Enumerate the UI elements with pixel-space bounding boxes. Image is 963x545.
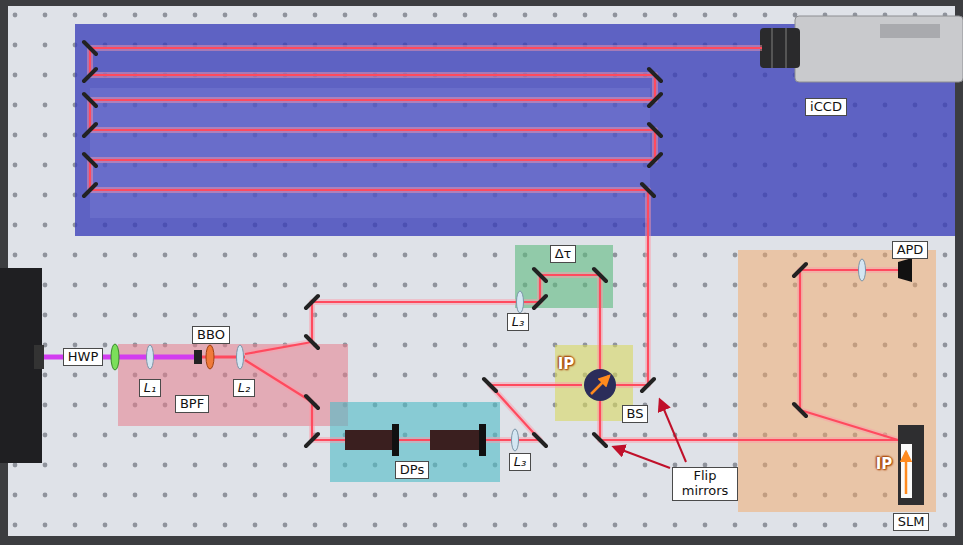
dove-prism [345,430,395,450]
camera-lens [760,28,800,68]
label-text: Flip mirrors [677,469,733,499]
component-label: SLM [893,513,930,532]
breadboard [8,6,955,536]
laser-aperture [34,345,44,369]
dove-prism [430,430,482,450]
lens [512,429,519,451]
beam [90,48,900,440]
camera-detail [880,24,940,38]
slm-region [738,250,936,512]
lens [859,259,866,281]
label-text: L₃ [512,315,524,330]
prism-mount [392,424,399,456]
lens-ring [785,28,787,68]
component-label: BPF [175,395,209,414]
half-wave-plate [111,344,119,370]
component-label: iCCD [805,98,847,117]
label-text: iCCD [810,100,842,115]
slm-body [898,425,924,505]
camera-body [795,16,963,82]
component-label: L₂ [233,379,255,398]
label-text: SLM [898,515,925,530]
apd-detector [898,258,912,282]
label-text: L₃ [514,455,526,470]
component-label: DPs [395,461,429,480]
component-label: BBO [192,326,230,345]
label-text: APD [897,243,924,258]
beam-splitter [584,369,616,401]
label-text: DPs [400,463,424,478]
board-holes [8,6,955,536]
component-label: Δτ [550,245,577,264]
label-text: BS [627,407,644,422]
label-text: HWP [68,350,98,365]
label-text: BPF [180,397,204,412]
beam-glow [90,48,900,440]
mirror [84,42,806,446]
bbo-crystal [194,350,202,364]
prism-mount [479,424,486,456]
pointer-arrow [614,447,670,468]
component-label: L₃ [509,453,531,472]
polarization-label: IP [876,455,893,473]
polarization-arrow [591,376,609,394]
component-label: Flip mirrors [672,467,738,501]
component-label: APD [892,241,929,260]
component-label: L₁ [139,379,161,398]
component-label: HWP [63,348,103,367]
component-label: BS [622,405,649,424]
slm-face [901,444,912,498]
bandpass-filter [206,345,214,369]
lens-ring [771,28,773,68]
lens [147,345,154,369]
component-label: L₃ [507,313,529,332]
polarization-label: IP [558,355,575,373]
polarization-arrow [905,452,908,494]
pointer-arrow [660,400,686,462]
imaging-subregion [90,88,650,218]
lens [517,291,524,313]
label-text: L₁ [144,381,156,396]
lens [237,345,244,369]
label-text: L₂ [238,381,250,396]
label-text: BBO [197,328,225,343]
label-text: Δτ [555,247,572,262]
